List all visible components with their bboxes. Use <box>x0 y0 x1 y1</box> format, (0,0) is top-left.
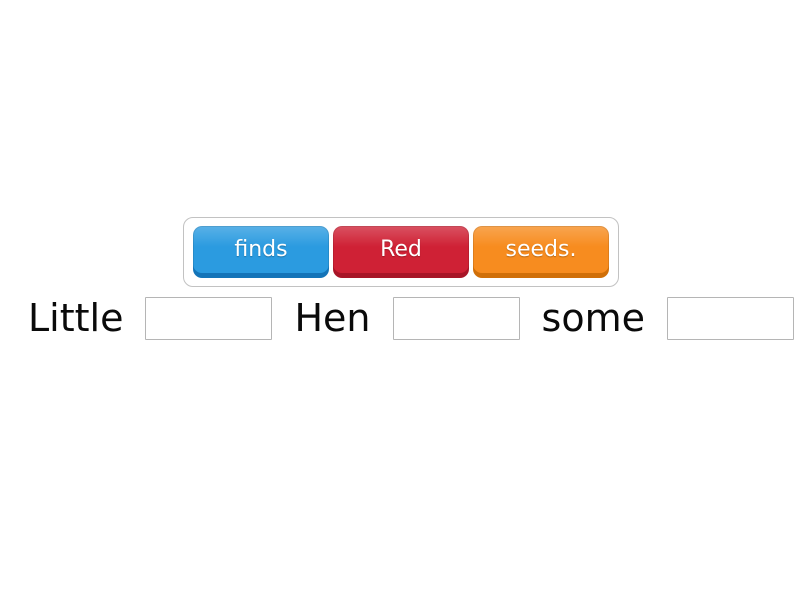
blank-slot-3[interactable] <box>666 296 794 340</box>
blank-slot-2[interactable] <box>392 296 520 340</box>
sentence-word-little: Little <box>28 296 124 340</box>
sentence-word-hen: Hen <box>294 296 371 340</box>
word-chip-seeds[interactable]: seeds. <box>473 226 609 278</box>
sentence-word-some: some <box>541 296 645 340</box>
sentence: Little Hen some <box>28 296 794 340</box>
blank-slot-1[interactable] <box>145 296 273 340</box>
word-chip-red[interactable]: Red <box>333 226 469 278</box>
word-chip-finds[interactable]: finds <box>193 226 329 278</box>
word-bank: finds Red seeds. <box>183 217 619 287</box>
